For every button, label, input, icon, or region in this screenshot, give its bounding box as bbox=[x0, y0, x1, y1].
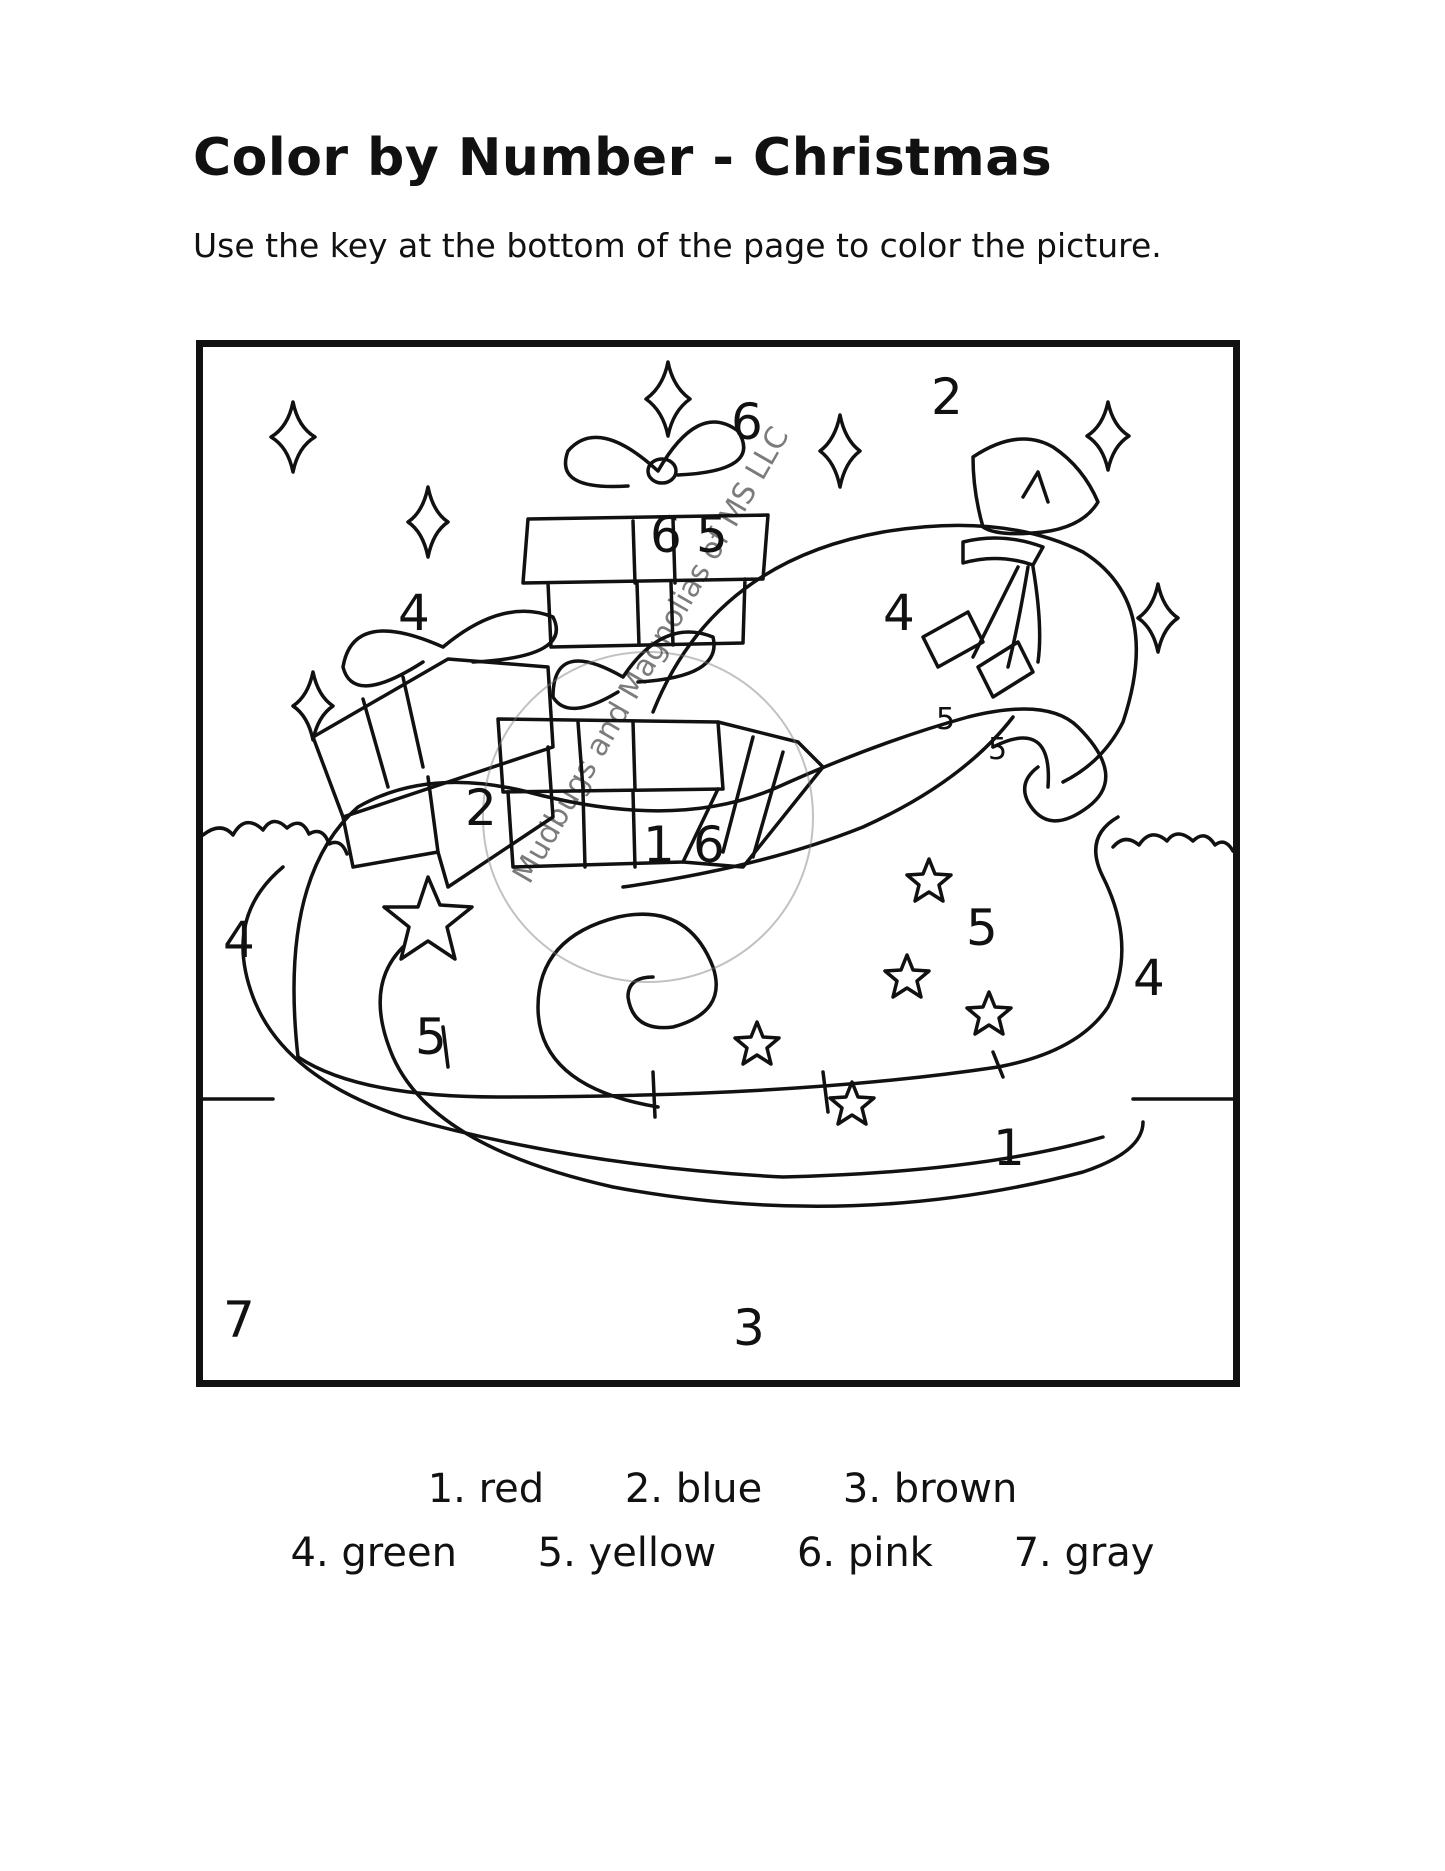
region-number: 5 bbox=[988, 732, 1007, 767]
sleigh-front-scroll bbox=[536, 912, 718, 1109]
tassel-right bbox=[976, 640, 1035, 699]
watermark-seal bbox=[482, 651, 814, 983]
region-number: 5 bbox=[415, 1008, 447, 1066]
coloring-picture-frame: Mudbugs and Magnolias of MS LLC 2 6 6 5 … bbox=[196, 340, 1240, 1387]
color-key-item: 7. gray bbox=[1013, 1530, 1155, 1576]
middle-gift-bow bbox=[551, 630, 716, 711]
region-number: 3 bbox=[733, 1299, 765, 1357]
middle-gift-front bbox=[506, 787, 720, 869]
gift-sack bbox=[651, 523, 1139, 784]
region-number: 2 bbox=[465, 779, 497, 837]
middle-gift-ribbon bbox=[576, 720, 785, 869]
region-number: 7 bbox=[223, 1291, 255, 1349]
instructions-text: Use the key at the bottom of the page to… bbox=[193, 226, 1162, 265]
sparkle-icon bbox=[1085, 400, 1131, 472]
color-key-item: 5. yellow bbox=[537, 1530, 717, 1576]
sparkle-icon bbox=[406, 485, 450, 559]
tassel-left bbox=[921, 610, 985, 669]
region-number: 4 bbox=[1133, 949, 1165, 1007]
region-number: 5 bbox=[966, 899, 998, 957]
middle-gift-box bbox=[496, 717, 725, 794]
region-number: 6 bbox=[650, 506, 682, 564]
region-number: 6 bbox=[731, 393, 763, 451]
color-key-item: 4. green bbox=[290, 1530, 457, 1576]
region-number: 6 bbox=[693, 816, 725, 874]
color-key-item: 3. brown bbox=[842, 1466, 1018, 1512]
star-icon bbox=[733, 1020, 781, 1066]
color-key-item: 1. red bbox=[427, 1466, 545, 1512]
sparkle-icon bbox=[1136, 582, 1180, 654]
sparkle-icon bbox=[269, 400, 317, 474]
color-key-item: 2. blue bbox=[624, 1466, 763, 1512]
star-icon bbox=[965, 990, 1013, 1036]
top-gift-bow bbox=[563, 420, 746, 489]
sleigh-coloring-picture: Mudbugs and Magnolias of MS LLC 2 6 6 5 … bbox=[203, 360, 1233, 1357]
star-icon bbox=[828, 1080, 876, 1126]
left-gift-ribbon bbox=[361, 675, 440, 854]
region-number: 4 bbox=[398, 584, 430, 642]
region-number: 4 bbox=[883, 584, 915, 642]
color-key-row-2: 4. green 5. yellow 6. pink 7. gray bbox=[0, 1530, 1445, 1576]
color-key-row-1: 1. red 2. blue 3. brown bbox=[0, 1466, 1445, 1512]
region-number: 2 bbox=[931, 368, 963, 426]
top-gift-ribbon bbox=[631, 517, 677, 647]
region-number: 5 bbox=[936, 702, 955, 737]
left-gift-front bbox=[341, 745, 555, 889]
left-gift-box bbox=[311, 657, 555, 819]
left-gift-bow bbox=[341, 609, 559, 688]
region-number: 5 bbox=[696, 506, 728, 564]
bush-right bbox=[1111, 832, 1233, 853]
sack-tie bbox=[961, 536, 1045, 567]
sparkle-icon bbox=[818, 413, 862, 489]
star-icon bbox=[382, 875, 474, 961]
sparkle-icon bbox=[644, 360, 692, 438]
region-number: 1 bbox=[993, 1119, 1025, 1177]
color-key-item: 6. pink bbox=[796, 1530, 933, 1576]
sack-tassel bbox=[971, 565, 1042, 669]
star-icon bbox=[883, 953, 931, 999]
sleigh-back bbox=[296, 736, 1124, 1099]
runner-struts bbox=[441, 1025, 1005, 1119]
sleigh-side-panel bbox=[621, 715, 1015, 889]
sleigh-body bbox=[292, 707, 1108, 1059]
region-number: 1 bbox=[643, 816, 675, 874]
sleigh-runner-front bbox=[378, 945, 1145, 1208]
sleigh-runner-back bbox=[241, 865, 1105, 1179]
region-number: 4 bbox=[223, 911, 255, 969]
sack-top bbox=[971, 437, 1100, 536]
page-title: Color by Number - Christmas bbox=[193, 128, 1053, 188]
star-icon bbox=[905, 857, 953, 903]
